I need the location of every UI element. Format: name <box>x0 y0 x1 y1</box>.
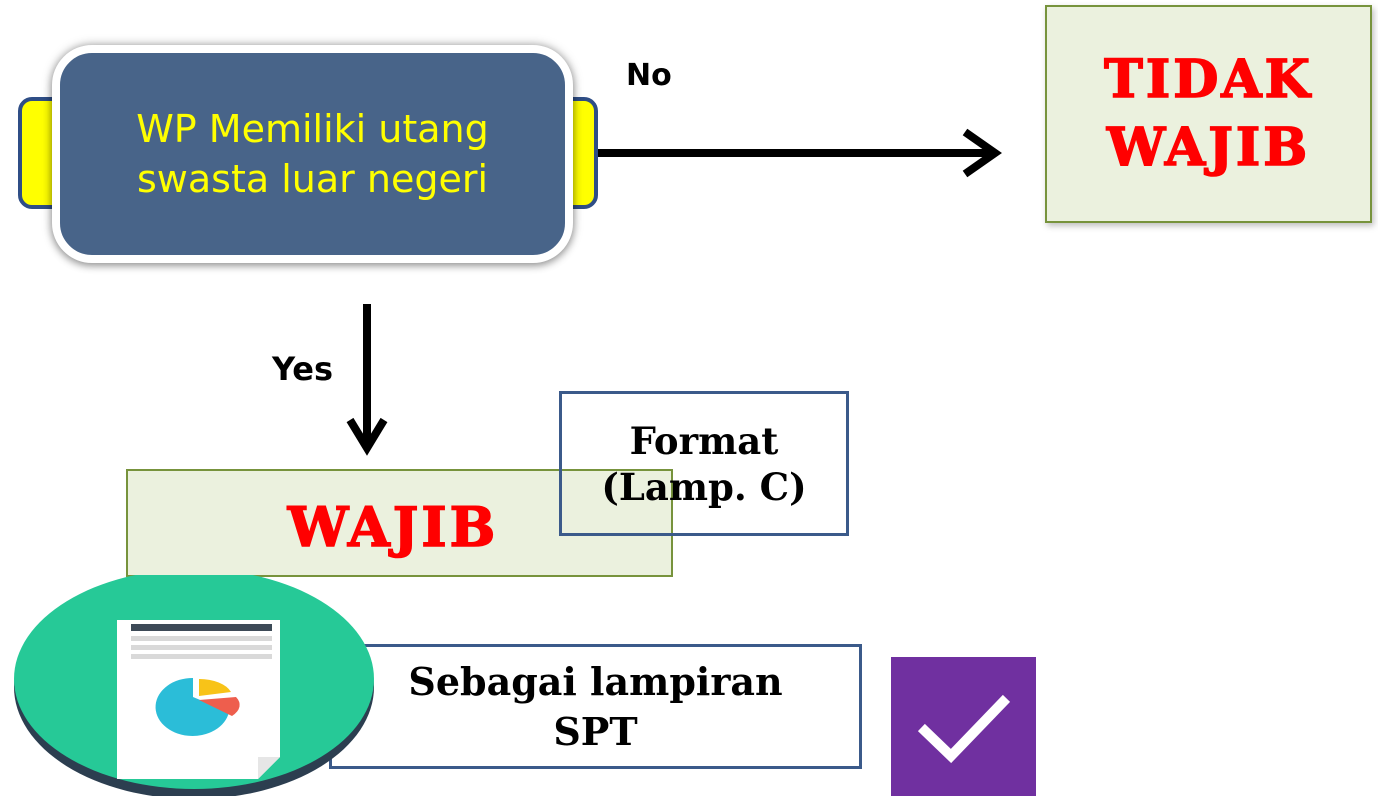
attachment-note-text: Sebagai lampiran SPT <box>408 658 783 754</box>
no-arrow <box>598 128 1002 178</box>
document-pie-chart-icon <box>14 575 374 796</box>
not-required-text: TIDAK WAJIB <box>1103 48 1313 179</box>
required-box: WAJIB <box>126 469 673 577</box>
required-text: WAJIB <box>287 495 499 559</box>
checkmark-glyph <box>917 694 1011 764</box>
no-label: No <box>626 58 672 93</box>
decision-text: WP Memiliki utang swasta luar negeri <box>136 107 489 201</box>
format-note-box: Format (Lamp. C) <box>559 391 849 536</box>
decision-node: WP Memiliki utang swasta luar negeri <box>52 45 573 263</box>
attachment-note-box: Sebagai lampiran SPT <box>329 644 862 769</box>
checkmark-icon <box>891 657 1036 796</box>
format-note-text: Format (Lamp. C) <box>601 418 807 509</box>
not-required-box: TIDAK WAJIB <box>1045 5 1372 223</box>
yes-label: Yes <box>272 350 333 388</box>
yes-arrow <box>346 304 388 456</box>
